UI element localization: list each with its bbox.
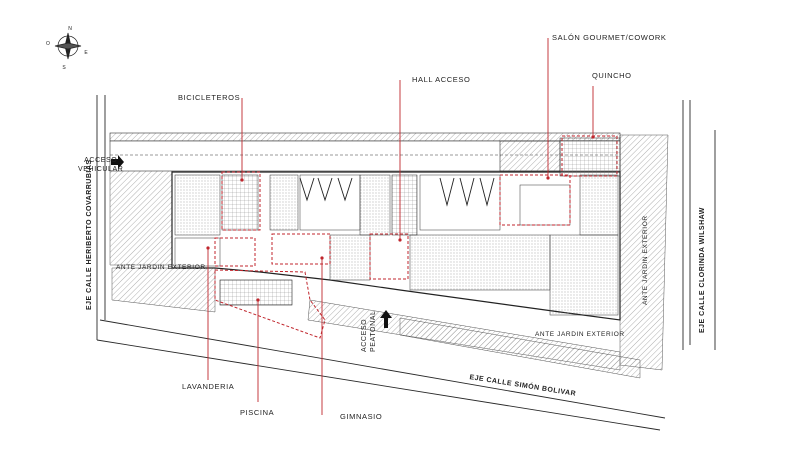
leader-lines (207, 38, 594, 415)
acceso-vehicular-line2: VEHICULAR (78, 166, 124, 173)
label-bicicleteros-text: BICICLETEROS (178, 93, 241, 102)
label-quincho: QUINCHO (592, 71, 632, 80)
acceso-peatonal-line1: ACCESO (361, 318, 368, 352)
parking-bays (299, 177, 495, 207)
compass-e: E (84, 50, 88, 56)
ante-jardin-bottom-text: ANTE JARDIN EXTERIOR (535, 331, 625, 338)
street-right: EJE CALLE CLORINDA WILSHAW (699, 207, 706, 333)
label-bicicleteros: BICICLETEROS (178, 93, 240, 102)
zones (214, 135, 618, 339)
label-quincho-text: QUINCHO (592, 71, 632, 80)
ante-jardin-left-text: ANTE JARDIN EXTERIOR (116, 264, 206, 271)
label-lavanderia-text: LAVANDERIA (182, 382, 235, 391)
compass-n: N (68, 26, 72, 32)
street-lines (96, 95, 716, 431)
acceso-vehicular-line1: ACCESO (84, 157, 118, 164)
compass-s: S (62, 65, 66, 71)
label-hall-acceso-text: HALL ACCESO (412, 75, 471, 84)
street-left-text: EJE CALLE HERIBERTO COVARRUBIAS (86, 159, 93, 310)
label-hall-acceso: HALL ACCESO (412, 75, 470, 84)
label-piscina: PISCINA (240, 408, 274, 417)
stairs (391, 137, 621, 236)
label-ante-jardin-bottom: ANTE JARDIN EXTERIOR (535, 331, 625, 338)
label-piscina-text: PISCINA (240, 408, 275, 417)
label-gimnasio: GIMNASIO (340, 412, 382, 421)
label-gimnasio-text: GIMNASIO (340, 412, 383, 421)
compass-rose-icon (54, 32, 82, 60)
label-salon-gourmet-text: SALÓN GOURMET/COWORK (552, 33, 667, 42)
label-ante-jardin-right: ANTE JARDIN EXTERIOR (642, 215, 649, 305)
leader-dots (206, 135, 595, 302)
ante-jardin-right-text: ANTE JARDIN EXTERIOR (642, 215, 649, 305)
street-left: EJE CALLE HERIBERTO COVARRUBIAS (86, 159, 93, 310)
label-acceso-vehicular: ACCESO VEHICULAR (78, 156, 123, 174)
vehicle-arrow-icon (111, 155, 124, 169)
pool (219, 279, 293, 306)
apartments (174, 174, 619, 316)
top-strip (109, 132, 621, 172)
label-lavanderia: LAVANDERIA (182, 382, 234, 391)
bike-racks (221, 174, 259, 231)
label-ante-jardin-left: ANTE JARDIN EXTERIOR (116, 264, 206, 271)
label-acceso-peatonal: ACCESO PEATONAL (360, 311, 378, 353)
acceso-peatonal-line2: PEATONAL (370, 310, 377, 353)
compass-o: O (46, 41, 50, 47)
street-right-text: EJE CALLE CLORINDA WILSHAW (699, 207, 706, 333)
pedestrian-arrow-icon (380, 310, 392, 328)
label-salon-gourmet: SALÓN GOURMET/COWORK (552, 33, 667, 42)
